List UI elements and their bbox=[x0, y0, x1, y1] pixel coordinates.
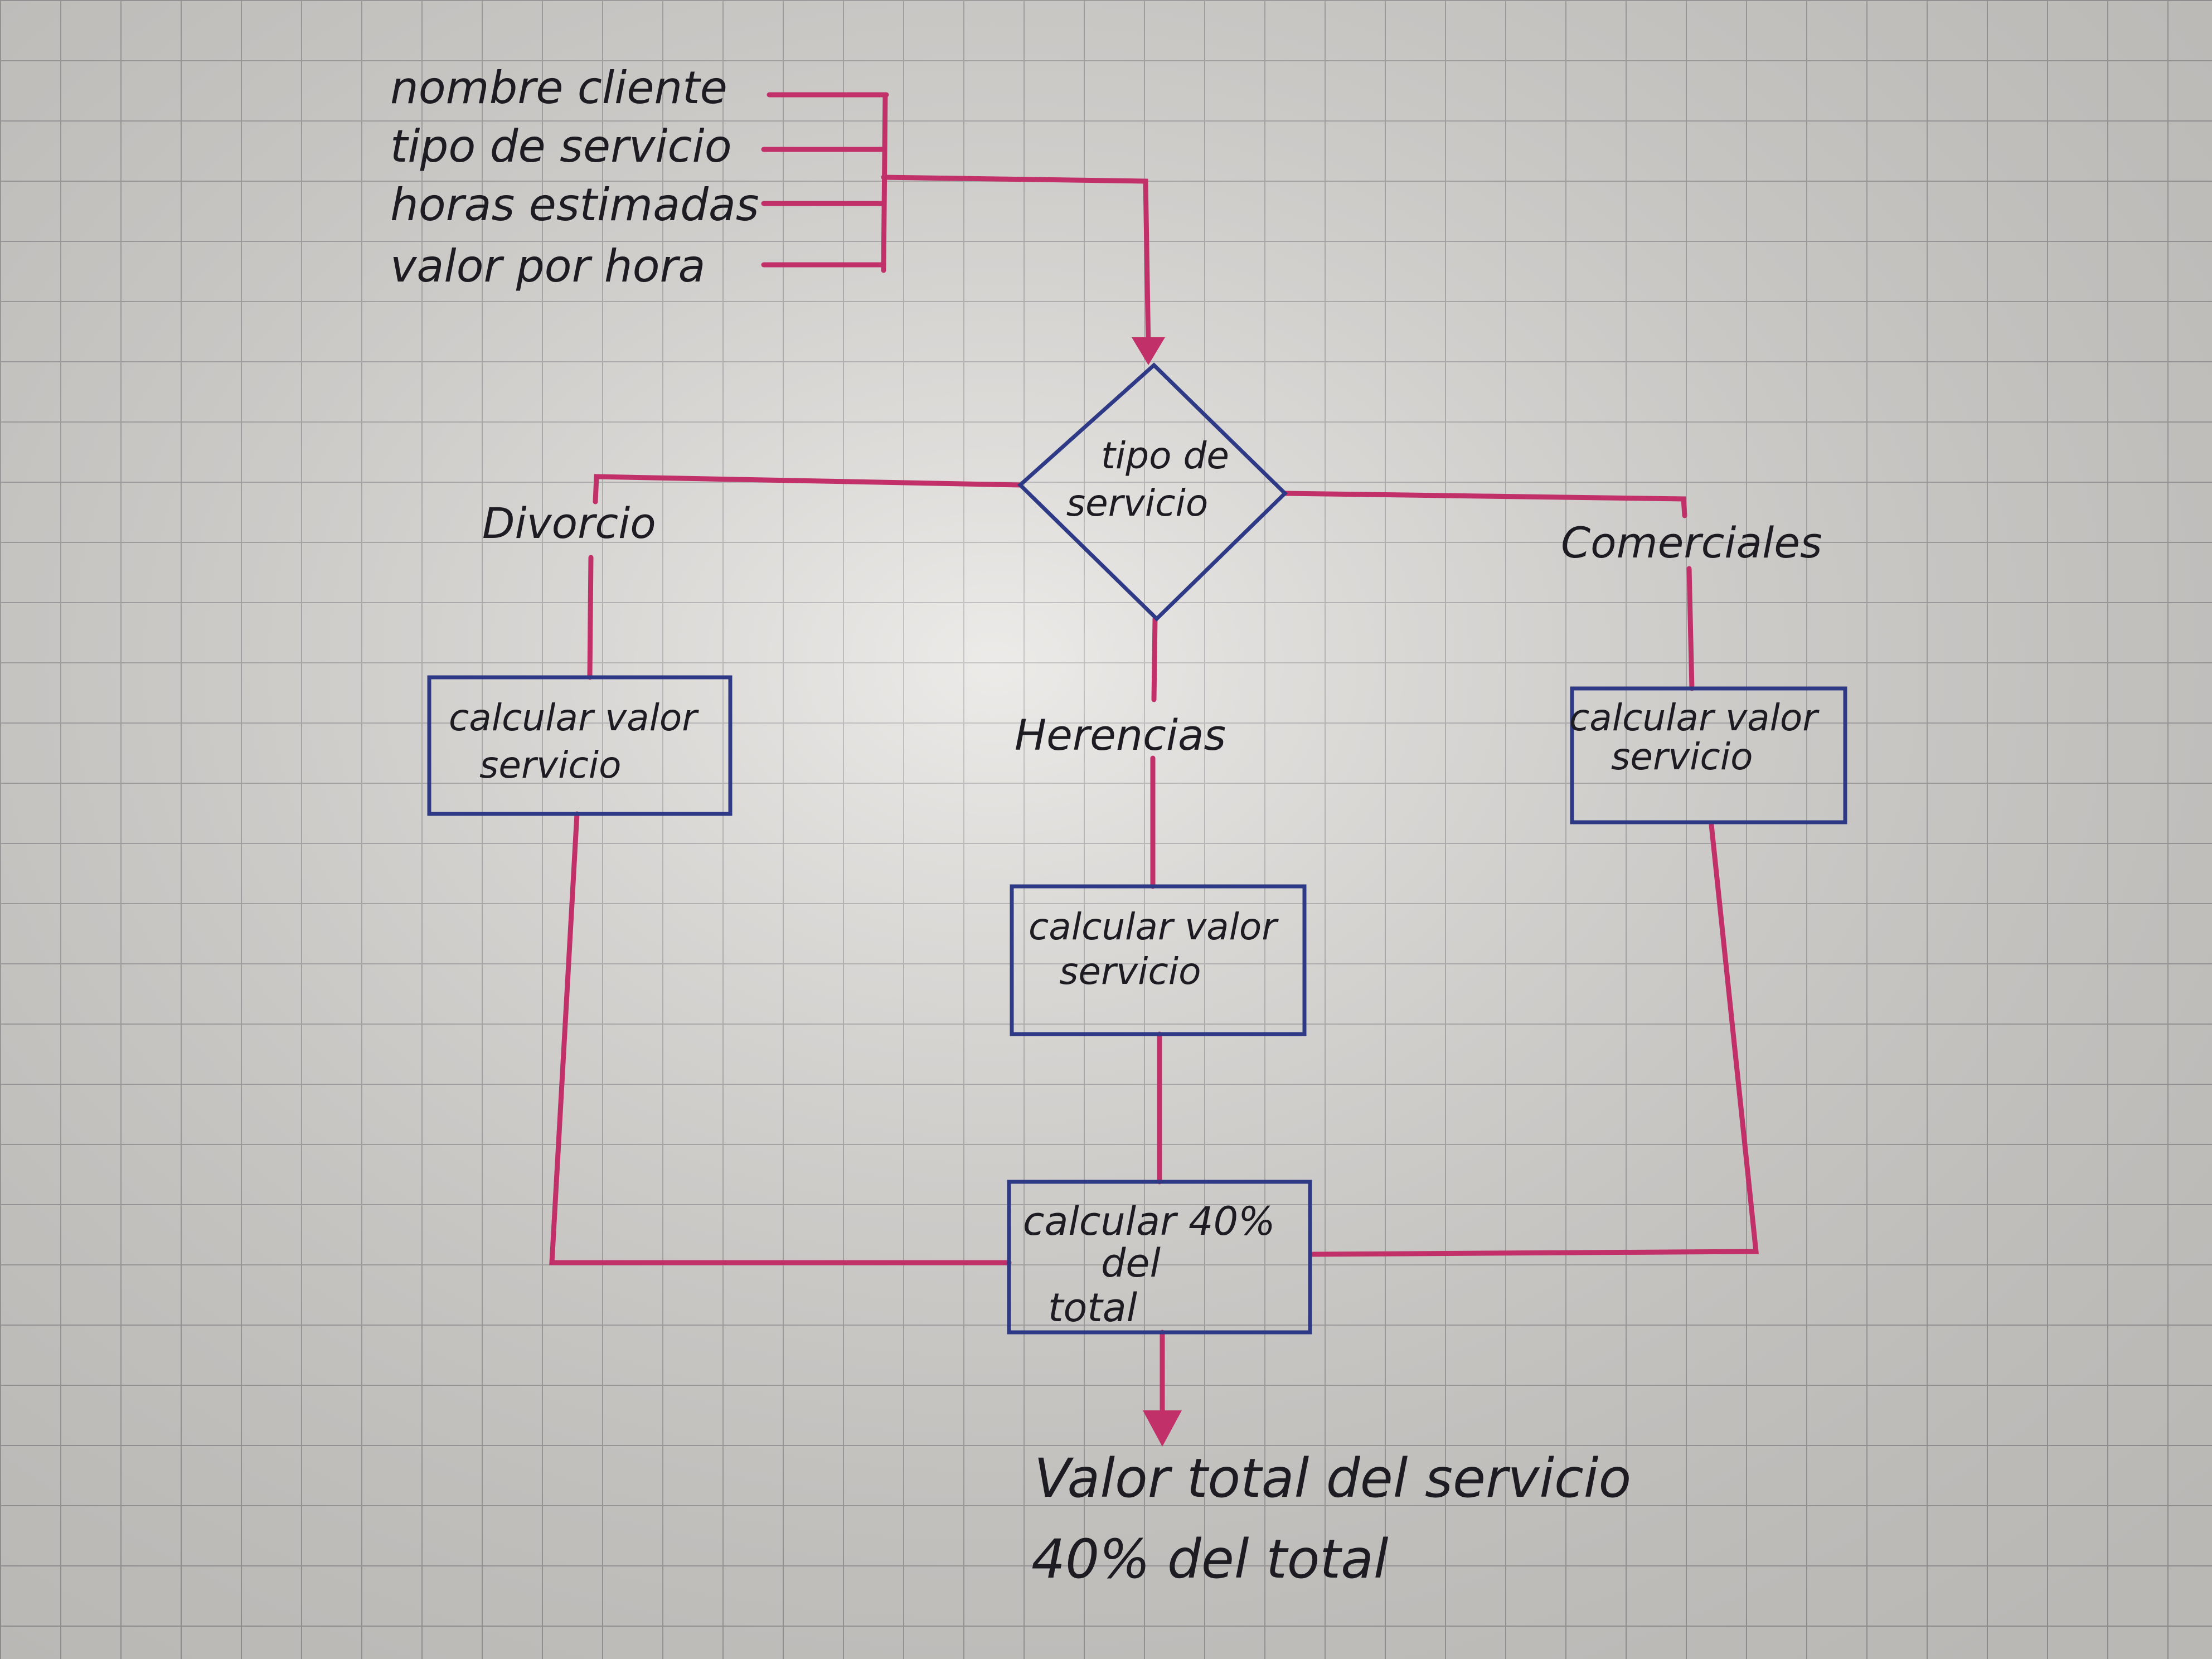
input-to-decision bbox=[881, 174, 1151, 351]
process-box-middle bbox=[1010, 884, 1307, 1036]
input-label-1: nombre cliente bbox=[390, 62, 727, 114]
merge-line3: total bbox=[1048, 1285, 1138, 1331]
input-label-3: horas estimadas bbox=[390, 179, 759, 231]
process-middle-line1: calcular valor bbox=[1029, 905, 1279, 948]
input-bracket bbox=[881, 92, 888, 273]
process-left-line2: servicio bbox=[479, 744, 622, 787]
branch-middle-down bbox=[1151, 616, 1158, 702]
merge-line2: del bbox=[1101, 1240, 1161, 1286]
branch-label-herencias: Herencias bbox=[1015, 710, 1226, 760]
decision-label-1: tipo de bbox=[1101, 434, 1229, 477]
process-box-left bbox=[427, 675, 733, 816]
branch-label-divorcio: Divorcio bbox=[482, 498, 656, 548]
decision-diamond bbox=[1017, 362, 1288, 622]
branch-left-down bbox=[587, 555, 594, 680]
process-right-line1: calcular valor bbox=[1569, 696, 1820, 739]
left-return bbox=[549, 811, 1012, 1265]
arrowhead-output bbox=[1143, 1410, 1182, 1447]
right-return bbox=[1310, 822, 1759, 1257]
process-middle-line2: servicio bbox=[1059, 950, 1201, 993]
input-label-2: tipo de servicio bbox=[390, 120, 732, 172]
decision-label-2: servicio bbox=[1066, 482, 1209, 525]
output-line1: Valor total del servicio bbox=[1034, 1447, 1631, 1510]
branch-right-line bbox=[1282, 491, 1687, 518]
branch-right-down bbox=[1686, 566, 1695, 691]
branch-left-line bbox=[593, 474, 1023, 505]
process-right-line2: servicio bbox=[1611, 735, 1753, 778]
output-line2: 40% del total bbox=[1031, 1528, 1389, 1590]
arrowhead-decision bbox=[1132, 337, 1165, 365]
branch-label-comerciales: Comerciales bbox=[1561, 518, 1822, 567]
process-left-line1: calcular valor bbox=[449, 696, 699, 739]
merge-line1: calcular 40% bbox=[1023, 1199, 1275, 1244]
input-label-4: valor por hora bbox=[390, 240, 705, 292]
merge-box bbox=[1007, 1180, 1312, 1335]
process-box-right bbox=[1570, 686, 1847, 824]
